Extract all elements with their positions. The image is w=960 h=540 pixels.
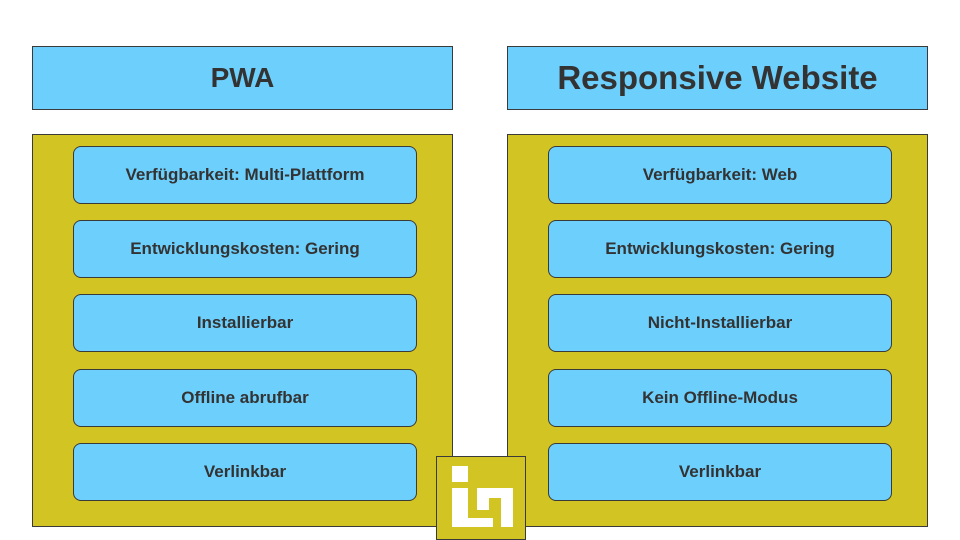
in-logo-icon bbox=[452, 466, 513, 527]
responsive-website-feature-item: Entwicklungskosten: Gering bbox=[548, 220, 892, 278]
pwa-feature-item: Verfügbarkeit: Multi-Plattform bbox=[73, 146, 417, 204]
responsive-website-features-panel: Verfügbarkeit: Web Entwicklungskosten: G… bbox=[507, 134, 928, 527]
responsive-website-column-title: Responsive Website bbox=[507, 46, 928, 110]
pwa-feature-item: Offline abrufbar bbox=[73, 369, 417, 427]
in-logo bbox=[436, 456, 526, 540]
responsive-website-feature-item: Verfügbarkeit: Web bbox=[548, 146, 892, 204]
responsive-website-feature-item: Nicht-Installierbar bbox=[548, 294, 892, 352]
pwa-feature-item: Installierbar bbox=[73, 294, 417, 352]
pwa-features-panel: Verfügbarkeit: Multi-Plattform Entwicklu… bbox=[32, 134, 453, 527]
pwa-feature-item: Verlinkbar bbox=[73, 443, 417, 501]
pwa-column-title: PWA bbox=[32, 46, 453, 110]
responsive-website-feature-item: Kein Offline-Modus bbox=[548, 369, 892, 427]
pwa-feature-item: Entwicklungskosten: Gering bbox=[73, 220, 417, 278]
responsive-website-feature-item: Verlinkbar bbox=[548, 443, 892, 501]
